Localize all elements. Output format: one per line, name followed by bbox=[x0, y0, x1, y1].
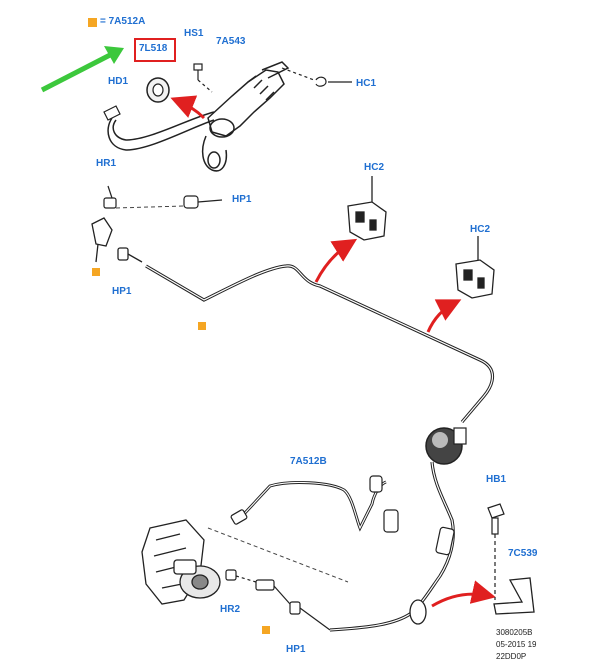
marker-bleed-nipple bbox=[262, 626, 270, 634]
damper-unit bbox=[425, 427, 467, 465]
hp1-top-fitting bbox=[183, 195, 223, 209]
red-arrow-7c539 bbox=[431, 580, 496, 608]
legend-symbol bbox=[88, 18, 97, 27]
green-pointer-arrow bbox=[40, 46, 124, 93]
label-hc2-a: HC2 bbox=[364, 162, 385, 173]
hc2-clip-a bbox=[347, 176, 387, 241]
label-hr1: HR1 bbox=[96, 158, 117, 169]
dashed-guide-top bbox=[115, 205, 185, 209]
label-hd1: HD1 bbox=[108, 76, 129, 87]
red-arrow-bearing bbox=[170, 95, 206, 120]
label-hp1-bottom: HP1 bbox=[286, 644, 306, 655]
label-hb1: HB1 bbox=[486, 474, 507, 485]
diagram-code-2: 05-2015 19 bbox=[496, 640, 537, 649]
label-hs1: HS1 bbox=[184, 28, 204, 39]
line-sleeve bbox=[435, 526, 455, 556]
hr2-fitting bbox=[225, 569, 257, 583]
label-hc1: HC1 bbox=[356, 78, 377, 89]
diagram-code-1: 3080205B bbox=[496, 628, 533, 637]
diagram-code-3: 22DD0P bbox=[496, 652, 527, 661]
label-7l518: 7L518 bbox=[139, 43, 168, 54]
hs1-screw bbox=[193, 63, 213, 93]
hr1-fitting bbox=[103, 185, 117, 209]
hc1-clip bbox=[281, 67, 352, 87]
label-7a512b: 7A512B bbox=[290, 456, 327, 467]
hydraulic-line-upper bbox=[145, 264, 495, 424]
label-7a543: 7A543 bbox=[216, 36, 246, 47]
red-arrow-hc2-a bbox=[314, 238, 358, 283]
hc2-clip-b bbox=[455, 236, 495, 299]
hd1-part bbox=[103, 105, 121, 121]
label-7c539: 7C539 bbox=[508, 548, 538, 559]
highlight-box-7l518 bbox=[134, 38, 176, 62]
pipe-7a512b-end bbox=[230, 475, 399, 533]
bracket-7c539 bbox=[493, 577, 535, 615]
lower-line-fitting bbox=[409, 599, 427, 625]
pipe-7a512b bbox=[242, 480, 387, 532]
legend-text: = 7A512A bbox=[100, 16, 146, 27]
marker-left-connector bbox=[92, 268, 100, 276]
bleed-nipple bbox=[255, 579, 291, 605]
label-hr2: HR2 bbox=[220, 604, 241, 615]
hb1-bolt bbox=[487, 503, 505, 600]
hp1-bottom-fitting bbox=[289, 601, 331, 631]
label-hc2-b: HC2 bbox=[470, 224, 491, 235]
master-cylinder bbox=[107, 61, 290, 172]
left-connector bbox=[91, 217, 143, 263]
bearing-part bbox=[146, 77, 170, 103]
marker-pipe-junction bbox=[198, 322, 206, 330]
label-hp1-mid: HP1 bbox=[112, 286, 132, 297]
label-hp1-top: HP1 bbox=[232, 194, 252, 205]
red-arrow-hc2-b bbox=[426, 299, 462, 333]
slave-cylinder-housing bbox=[141, 519, 221, 605]
